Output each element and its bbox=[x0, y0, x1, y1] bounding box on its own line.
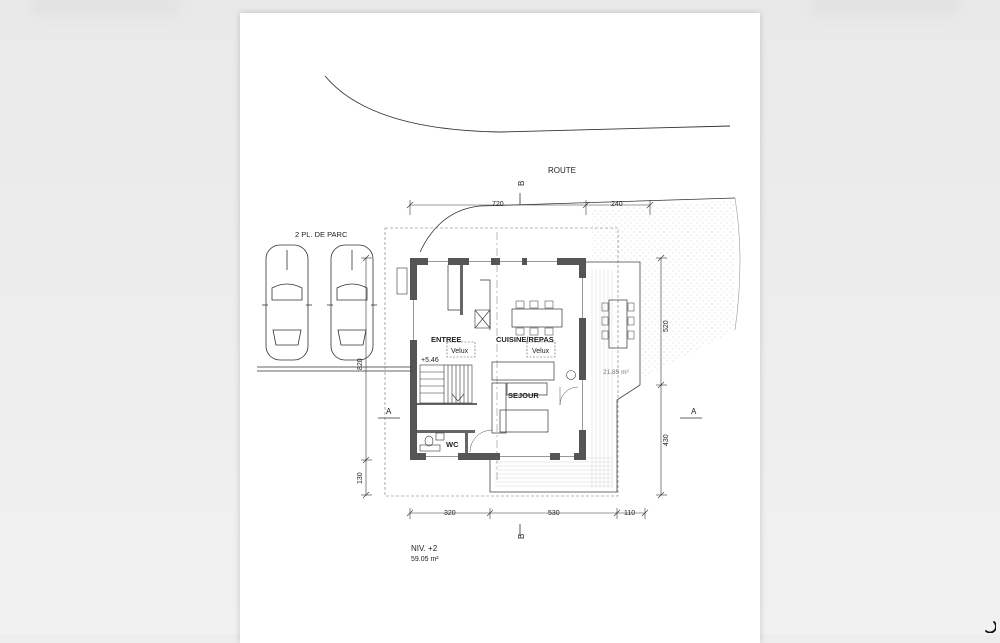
dimension-lines bbox=[361, 200, 667, 519]
entry-cabinet bbox=[447, 265, 460, 311]
kitchen-hob bbox=[566, 370, 576, 380]
wc-fixtures bbox=[419, 432, 445, 452]
living-label: SEJOUR bbox=[508, 391, 539, 400]
section-a-right: A bbox=[691, 407, 697, 416]
level-name: NIV. +2 bbox=[411, 544, 438, 553]
driveway-curve bbox=[419, 197, 736, 253]
door-swing bbox=[559, 386, 579, 406]
dim-240: 240 bbox=[611, 201, 623, 208]
elevation-label: +5.46 bbox=[421, 357, 439, 364]
section-b-top: B bbox=[517, 181, 526, 186]
meter-box bbox=[396, 267, 408, 295]
dim-720: 720 bbox=[492, 201, 504, 208]
kitchen-label: CUISINE/REPAS bbox=[496, 335, 554, 344]
toolbar-blur-right bbox=[810, 0, 960, 16]
dim-520: 520 bbox=[663, 320, 670, 332]
terrace-area-label: 21.85 m² bbox=[603, 369, 629, 376]
road-edge bbox=[324, 75, 731, 133]
level-area: 59.05 m² bbox=[411, 556, 439, 563]
parking-label: 2 PL. DE PARC bbox=[295, 230, 348, 239]
interior-walls bbox=[417, 265, 477, 453]
kitchen-counter bbox=[491, 361, 555, 381]
terrace-chairs bbox=[601, 302, 635, 340]
entry-door-swing bbox=[469, 429, 493, 453]
exterior-walls bbox=[410, 258, 586, 460]
terrace bbox=[489, 261, 641, 493]
car-right bbox=[327, 244, 377, 361]
staircase bbox=[419, 364, 473, 404]
car-left bbox=[262, 244, 312, 361]
dim-320: 320 bbox=[444, 510, 456, 517]
wc-label: WC bbox=[446, 440, 459, 449]
storage-box bbox=[474, 309, 491, 329]
window-lines bbox=[413, 261, 583, 457]
dim-110: 110 bbox=[624, 510, 635, 517]
entry-label: ENTREE bbox=[431, 335, 461, 344]
terrace-table bbox=[608, 299, 628, 349]
toolbar-blur-left bbox=[30, 0, 180, 16]
dim-530: 530 bbox=[548, 510, 560, 517]
sofa bbox=[491, 382, 549, 434]
loading-spinner-icon bbox=[985, 621, 996, 633]
road-label: ROUTE bbox=[548, 166, 576, 175]
dim-430: 430 bbox=[663, 434, 670, 446]
section-markers bbox=[378, 193, 702, 536]
kitchen-table bbox=[511, 308, 563, 328]
terrain-edge bbox=[734, 197, 741, 331]
dim-820: 820 bbox=[357, 358, 364, 370]
section-a-left: A bbox=[386, 407, 392, 416]
kitchen-partition bbox=[480, 279, 491, 330]
velux-label-1: Velux bbox=[451, 348, 469, 355]
velux-skylight-kitchen bbox=[526, 341, 556, 358]
velux-label-2: Velux bbox=[532, 348, 550, 355]
velux-skylight-entry bbox=[446, 341, 476, 358]
dim-130: 130 bbox=[357, 472, 364, 484]
site-outline bbox=[384, 227, 619, 497]
section-b-bottom: B bbox=[517, 534, 526, 539]
kitchen-chairs bbox=[515, 300, 554, 336]
terrain-hatch bbox=[592, 200, 735, 380]
